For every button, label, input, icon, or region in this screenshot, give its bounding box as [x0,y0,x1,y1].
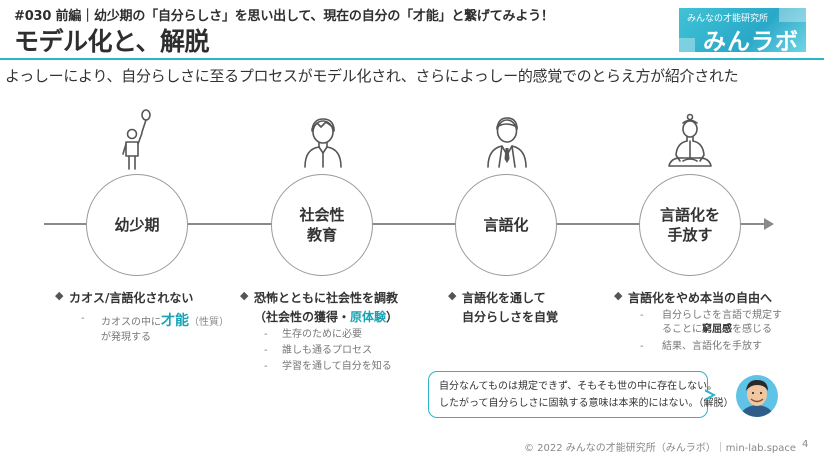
logo-wordmark: みんラボ [703,22,799,56]
letting-go-item: -結果、言語化を手放す [614,339,782,355]
man-in-suit-icon [484,115,530,169]
childhood-heading: カオス/言語化されない [55,289,229,306]
page-number: 4 [802,439,808,450]
childhood-details: カオス/言語化されない - カオスの中に才能（性質） が発現する [55,289,229,346]
timeline-arrow-icon [764,218,774,230]
meditating-buddha-icon [663,113,717,171]
letting-go-item-cont: ることに窮屈感を感じる [614,323,782,337]
socialization-heading: 恐怖とともに社会性を調教 [240,289,398,306]
childhood-item-text: カオスの中に [101,317,161,328]
verbalization-heading: 言語化を通して [448,289,558,306]
logo-accent-block [779,8,806,22]
socialization-item: -学習を通して自分を知る [240,359,398,375]
stage-socialization: 社会性 教育 [271,174,373,276]
childhood-item: - カオスの中に才能（性質） [55,312,229,330]
letting-go-heading: 言語化をやめ本当の自由へ [614,289,782,306]
talent-highlight: 才能 [161,313,189,329]
socialization-item: -生存のために必要 [240,327,398,343]
minlab-logo: みんなの才能研究所 みんラボ [679,8,806,52]
letting-go-details: 言語化をやめ本当の自由へ -自分らしさを言語で規定す ることに窮屈感を感じる -… [614,289,782,355]
socialization-item: -誰しも通るプロセス [240,343,398,359]
young-man-icon [300,115,346,169]
letting-go-item: -自分らしさを言語で規定す [614,309,782,323]
copyright-footer: © 2022 みんなの才能研究所（みんラボ）｜min-lab.space [524,439,796,454]
origin-experience-highlight: 原体験 [350,310,386,324]
page-title: モデル化と、解脱 [14,22,209,58]
socialization-subheading: （社会性の獲得・原体験） [240,308,398,325]
socialization-details: 恐怖とともに社会性を調教 （社会性の獲得・原体験） -生存のために必要 -誰しも… [240,289,398,375]
verbalization-details: 言語化を通して 自分らしさを自覚 [448,289,558,325]
speech-bubble: 自分なんてものは規定できず、そもそも世の中に存在しない。 したがって自分らしさに… [428,371,708,418]
title-underline [0,58,824,60]
bubble-line: 自分なんてものは規定できず、そもそも世の中に存在しない。 [439,379,697,396]
stage-childhood: 幼少期 [86,174,188,276]
constraint-highlight: 窮屈感 [702,324,732,335]
stage-verbalization: 言語化 [455,174,557,276]
bubble-line: したがって自分らしさに固執する意味は本来的にはない。（解脱） [439,396,697,413]
stage-letting-go: 言語化を 手放す [639,174,741,276]
summary-text: よっしーにより、自分らしさに至るプロセスがモデル化され、さらによっしー的感覚での… [5,65,738,86]
talent-note: （性質） [189,317,229,328]
avatar [735,374,779,418]
bubble-tail-inner [704,391,712,399]
child-with-balloon-icon [115,108,159,172]
childhood-item-cont: が発現する [55,330,229,346]
verbalization-subheading: 自分らしさを自覚 [448,308,558,325]
logo-accent-block [679,38,695,52]
